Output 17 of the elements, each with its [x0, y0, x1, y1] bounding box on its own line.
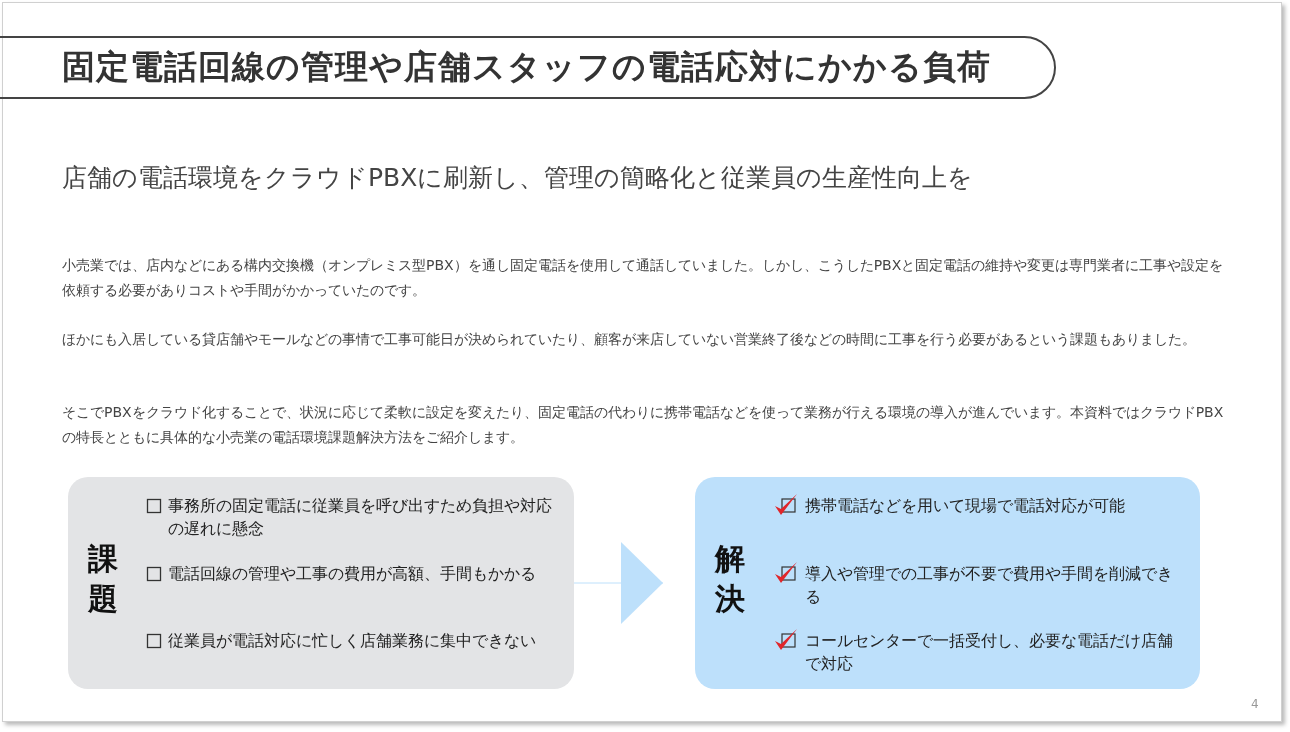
list-item: 携帯電話などを用いて現場で電話対応が可能 [805, 495, 1126, 517]
page-number: 4 [1251, 697, 1259, 711]
paragraph: 小売業では、店内などにある構内交換機（オンプレミス型PBX）を通し固定電話を使用して通話していました。しかし、こうしたPBXと固定電話の維持や変更は専門業者に工事や設定を依頼する必要がありコストや手間がかかっていたのです。 [62, 256, 1225, 300]
paragraph: そこでPBXをクラウド化することで、状況に応じて柔軟に設定を変えたり、固定電話の代わりに携帯電話などを使って業務が行える環境の導入が進んでいます。本資料ではクラウドPBXの特長とともに具体的な小売業の電話環境課題解決方法をご紹介します。 [62, 403, 1225, 447]
list-item: 事務所の固定電話に従業員を呼び出すため負担や対応の遅れに懸念 [168, 495, 553, 540]
list-item: 電話回線の管理や工事の費用が高額、手間もかかる [168, 563, 537, 585]
panel-heading: 解決 [715, 540, 746, 618]
chevron-arrow [573, 542, 664, 624]
list-item: コールセンターで一括受付し、必要な電話だけ店舗で対応 [805, 630, 1174, 675]
solution-panel [695, 477, 1200, 689]
paragraph: ほかにも入居している貸店舗やモールなどの事情で工事可能日が決められていたり、顧客が来店していない営業終了後などの時間に工事を行う必要があるという課題もありました。 [62, 330, 1197, 349]
list-item: 導入や管理での工事が不要で費用や手間を削減できる [805, 563, 1174, 608]
title: 固定電話回線の管理や店舗スタッフの電話応対にかかる負荷 [62, 46, 991, 88]
issue-panel [68, 477, 574, 689]
list-item: 従業員が電話対応に忙しく店舗業務に集中できない [168, 630, 537, 652]
subtitle: 店舗の電話環境をクラウドPBXに刷新し、管理の簡略化と従業員の生産性向上を [62, 162, 974, 194]
panel-heading: 課題 [88, 540, 119, 618]
